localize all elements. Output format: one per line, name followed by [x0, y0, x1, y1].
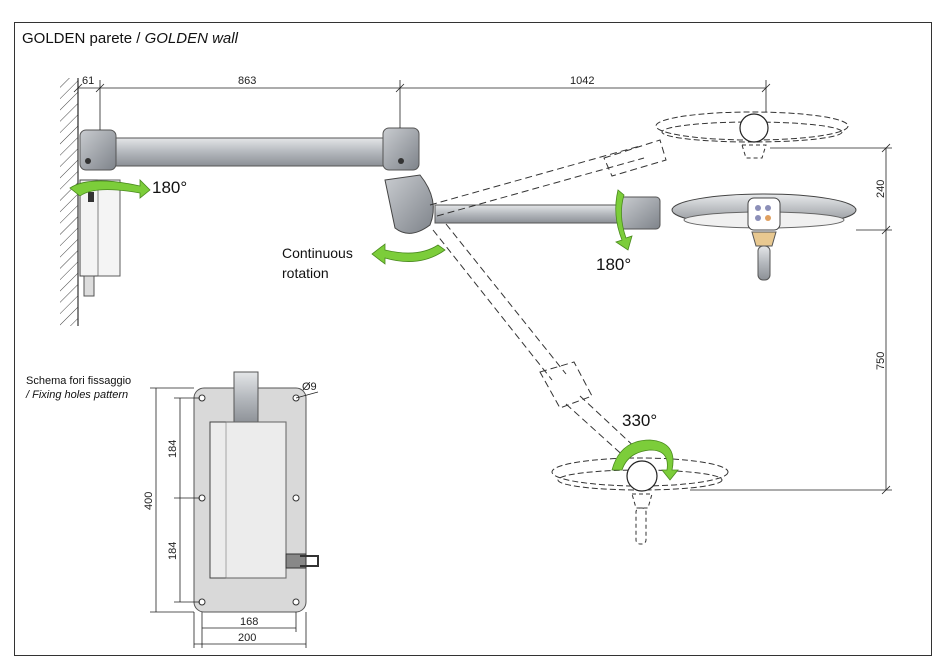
arm-alt-lower	[432, 223, 641, 461]
rotation-arrow-elbow	[371, 243, 446, 265]
lamp-head-lower	[551, 457, 729, 545]
rotation-label-continuous-2: rotation	[282, 265, 329, 281]
page-title: GOLDEN parete / GOLDEN wall	[22, 30, 238, 47]
drawing-frame	[14, 22, 932, 656]
secondary-arm	[434, 196, 661, 230]
rotation-label-lower: 330°	[622, 411, 657, 430]
elbow-joint	[384, 174, 434, 234]
fixing-label-it: Schema fori fissaggio	[26, 375, 131, 387]
lamp-head-upper	[655, 111, 849, 159]
rotation-arrow-lower	[611, 439, 679, 481]
rotation-arrow-head	[615, 189, 633, 251]
dimension-lines-right	[690, 143, 892, 495]
dim-plate-width: 200	[238, 632, 256, 644]
plate-dimension-lines	[150, 387, 319, 648]
rotation-label-continuous-1: Continuous	[282, 245, 353, 261]
dim-drop-height: 750	[875, 352, 887, 370]
primary-arm	[79, 127, 420, 171]
fixing-label-en: / Fixing holes pattern	[25, 389, 128, 401]
dim-hole-diameter: Ø9	[302, 381, 317, 393]
arm-alt-upper	[429, 139, 667, 217]
wall-bracket	[79, 179, 121, 297]
mounting-plate	[193, 371, 319, 613]
rotation-label-wall: 180°	[152, 178, 187, 197]
dim-arm1: 863	[238, 75, 256, 87]
rotation-arrow-wall	[69, 179, 151, 199]
dim-hole-spacing-lower: 184	[167, 542, 179, 560]
wall	[60, 78, 79, 326]
dimension-lines-top	[73, 80, 771, 130]
rotation-label-head: 180°	[596, 255, 631, 274]
lamp-head-main	[671, 193, 857, 281]
dim-hole-spacing-upper: 184	[167, 440, 179, 458]
dim-arm2: 1042	[570, 75, 594, 87]
title-main: GOLDEN parete /	[22, 30, 145, 47]
title-italic: GOLDEN wall	[144, 30, 238, 47]
dim-plate-height: 400	[143, 492, 155, 510]
dim-head-spacing: 240	[875, 180, 887, 198]
dim-wall-offset: 61	[82, 75, 94, 87]
dim-hole-width: 168	[240, 616, 258, 628]
